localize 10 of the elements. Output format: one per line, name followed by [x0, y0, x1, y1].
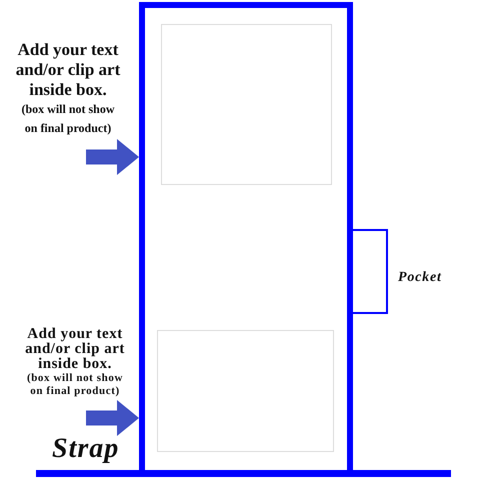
strap-label: Strap	[52, 433, 120, 465]
print-area-box	[157, 330, 334, 452]
note-text: (box will not show on final product)	[20, 101, 116, 137]
pocket-label: Pocket	[398, 270, 442, 286]
instruction-text: Add your text and/or clip art inside box.	[14, 40, 122, 100]
pocket-outline	[353, 229, 388, 314]
instruction-text: Add your text and/or clip art inside box.	[24, 327, 126, 372]
note-text: (box will not show on final product)	[26, 372, 124, 398]
strap-bar	[36, 470, 451, 477]
print-area-box	[161, 24, 332, 185]
